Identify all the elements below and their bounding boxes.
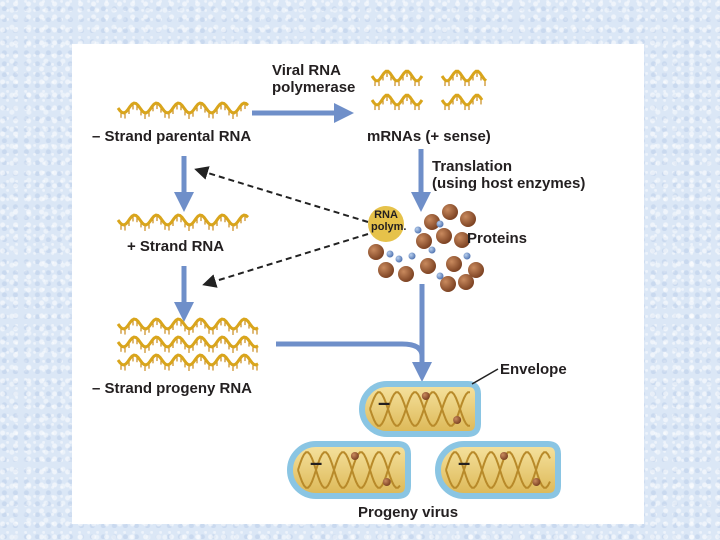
protein-4: [416, 233, 432, 249]
small-protein-3: [408, 252, 416, 260]
small-protein-1: [436, 220, 444, 228]
label-rna-polym-line1: RNA: [374, 209, 398, 221]
mrna-strand-3: [370, 93, 424, 111]
progeny-rna-strand-1: [116, 317, 259, 335]
parental-rna-strand: [116, 101, 250, 119]
label-minus-strand-parental: – Strand parental RNA: [92, 128, 252, 145]
mrna-strand-1: [370, 69, 424, 87]
virion-2-sign: –: [310, 450, 323, 475]
progeny-virions: [287, 381, 561, 499]
protein-2: [442, 204, 458, 220]
rna-to-assembly-arrow: [276, 341, 425, 357]
protein-9: [420, 258, 436, 274]
label-rna-polym-line2: polym.: [371, 221, 407, 233]
protein-8: [398, 266, 414, 282]
small-protein-6: [436, 272, 444, 280]
diagram-artwork: [116, 69, 561, 499]
protein-cluster: [368, 204, 484, 292]
rna-polymerase-blob: [368, 206, 404, 242]
small-protein-4: [395, 255, 403, 263]
mrna-strand-4: [440, 93, 484, 111]
label-translation: Translation (using host enzymes): [432, 158, 585, 192]
mrna-strand-2: [440, 69, 488, 87]
progeny-rna-strand-3: [116, 353, 259, 371]
diagram-panel: Viral RNA polymerase – Strand parental R…: [72, 44, 644, 524]
envelope-pointer: [471, 368, 499, 385]
label-minus-strand-progeny: – Strand progeny RNA: [92, 380, 253, 397]
protein-12: [458, 274, 474, 290]
label-envelope: Envelope: [500, 361, 567, 378]
small-protein-8: [428, 246, 436, 254]
small-protein-2: [414, 226, 422, 234]
polymerase-feedback-arrow-2: [202, 233, 369, 288]
label-mrnas: mRNAs (+ sense): [367, 128, 491, 145]
label-viral-rna-line1: Viral RNA: [272, 62, 341, 79]
protein-6: [454, 232, 470, 248]
label-translation-line2: (using host enzymes): [432, 175, 586, 192]
rna-strands: [116, 69, 488, 371]
virion-1-sign: –: [378, 390, 391, 415]
process-arrows: [174, 103, 432, 382]
label-rna-polym: RNA polym.: [371, 209, 407, 233]
protein-3: [460, 211, 476, 227]
small-protein-5: [463, 252, 471, 260]
label-proteins: Proteins: [467, 230, 528, 247]
protein-10: [446, 256, 462, 272]
protein-13: [440, 276, 456, 292]
virion-bottom-left: [287, 441, 411, 499]
protein-7: [378, 262, 394, 278]
virion-bottom-right: [435, 441, 561, 499]
dashed-arrows: [194, 166, 369, 288]
small-protein-7: [386, 250, 394, 258]
protein-11: [468, 262, 484, 278]
protein-5: [436, 228, 452, 244]
plus-strand-rna: [116, 213, 250, 231]
label-translation-line1: Translation: [432, 158, 513, 175]
label-viral-rna-line2: polymerase: [272, 79, 356, 96]
label-progeny-virus: Progeny virus: [358, 504, 459, 521]
progeny-rna-strand-2: [116, 335, 259, 353]
virion-3-sign: –: [458, 450, 471, 475]
protein-1: [424, 214, 440, 230]
label-viral-rna-polymerase: Viral RNA polymerase: [272, 62, 355, 96]
label-plus-strand: + Strand RNA: [127, 238, 225, 255]
virion-top: [359, 381, 481, 437]
protein-14: [368, 244, 384, 260]
